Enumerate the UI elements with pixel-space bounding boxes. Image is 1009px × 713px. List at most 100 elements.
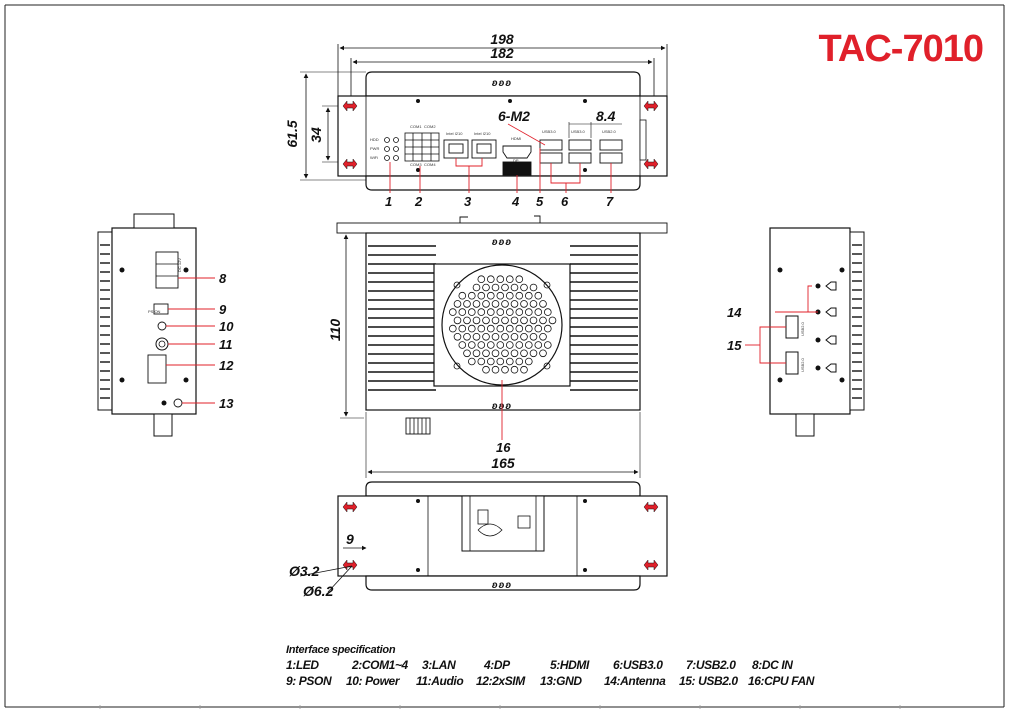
fan-hole (463, 300, 471, 308)
fan-hole (501, 283, 509, 292)
fan-hole (486, 357, 495, 366)
usb2-label: USB2.0 (602, 129, 617, 134)
fan-hole (505, 341, 514, 349)
callout-2: 2 (414, 194, 423, 209)
dim-hole-small-label: Ø3.2 (289, 563, 320, 579)
fan-hole (477, 324, 486, 333)
fan-hole (529, 316, 538, 325)
fan-hole (515, 291, 524, 300)
fan-hole (524, 324, 533, 333)
callout-3: 3 (464, 194, 472, 209)
fan-hole (472, 316, 481, 325)
fan-hole (534, 341, 543, 349)
port-pitch-label: 8.4 (596, 108, 616, 124)
fan-hole (520, 365, 528, 374)
spec-item: 13:GND (540, 674, 582, 688)
spec-item: 1:LED (286, 658, 319, 672)
fan-hole (448, 308, 457, 316)
led-label-wifi: WiFi (370, 155, 378, 160)
fan-hole (510, 316, 519, 325)
fan-hole (477, 275, 486, 284)
front-view: 198 182 61.5 34 ʚʚʚ (284, 31, 668, 209)
fan-hole (453, 300, 462, 308)
fan-hole (520, 283, 528, 292)
fan-hole (463, 349, 471, 358)
usb2-side-label-1: USB2.0 (800, 321, 805, 336)
spec-item: 6:USB3.0 (613, 658, 663, 672)
fan-hole (486, 341, 495, 349)
fan-hole (501, 316, 509, 325)
fan-hole (524, 357, 533, 366)
fan-hole (501, 300, 509, 308)
dim-61-5-label: 61.5 (284, 120, 300, 147)
top-view: ʚʚʚ ʚʚʚ 110 165 16 (327, 215, 668, 478)
spec-row-1: 1:LED 2:COM1~4 3:LAN 4:DP 5:HDMI 6:USB3.… (286, 658, 793, 674)
dp-label: DP (513, 158, 519, 163)
spec-item: 9: PSON (286, 674, 332, 688)
callout-14: 14 (727, 305, 742, 320)
fan-hole (458, 341, 467, 349)
fan-hole (467, 341, 476, 349)
led-indicators: HDD PWR WiFi (370, 137, 399, 161)
fan-hole (482, 349, 490, 358)
fan-hole (539, 349, 547, 358)
fan-hole (472, 300, 481, 308)
fan-hole (539, 332, 547, 341)
spec-item: 2:COM1~4 (352, 658, 408, 672)
fan-hole (515, 308, 524, 316)
screw-spec-label: 6-M2 (498, 108, 530, 124)
fan-hole (482, 316, 490, 325)
fan-hole (482, 365, 490, 374)
fan-hole (510, 300, 519, 308)
fan-hole (524, 291, 533, 300)
fan-hole (458, 308, 467, 316)
callout-4: 4 (511, 194, 520, 209)
fan-hole (520, 349, 528, 358)
fan-hole (467, 291, 476, 300)
lan-label-1: Intel I210 (446, 131, 463, 136)
fan-hole (491, 283, 500, 292)
fan-hole (472, 349, 481, 358)
top-logo-bottom: ʚʚʚ (492, 401, 512, 412)
dim-198-label: 198 (490, 31, 514, 47)
dim-overall-width: 198 (337, 31, 668, 100)
fan-hole (491, 332, 500, 341)
spec-item: 8:DC IN (752, 658, 793, 672)
fan-hole (453, 332, 462, 341)
fan-hole (548, 316, 557, 325)
callout-10: 10 (219, 319, 234, 334)
model-title: TAC-7010 (818, 28, 984, 70)
com-label-3: COM3 (410, 162, 422, 167)
fan-hole (510, 349, 519, 358)
com-label-2: COM2 (424, 124, 436, 129)
spec-item: 11:Audio (416, 674, 464, 688)
fan-hole (467, 308, 476, 316)
fan-hole (543, 324, 552, 333)
fan-hole (458, 324, 467, 333)
fan-hole (534, 308, 543, 316)
fan-hole (486, 324, 495, 333)
top-logo: ʚʚʚ (492, 237, 512, 248)
fan-hole (534, 324, 543, 333)
fan-hole (524, 308, 533, 316)
sheet-ruler (99, 705, 901, 709)
spec-item: 5:HDMI (550, 658, 589, 672)
dim-182-label: 182 (490, 45, 514, 61)
callout-6: 6 (561, 194, 569, 209)
fan-hole (515, 341, 524, 349)
callout-7: 7 (606, 194, 614, 209)
fan-hole (529, 349, 538, 358)
fan-hole (520, 332, 528, 341)
dim-9-label: 9 (346, 531, 354, 547)
fan-hole (515, 357, 524, 366)
fan-hole (505, 275, 514, 284)
spec-row-2: 9: PSON 10: Power 11:Audio 12:2xSIM 13:G… (286, 674, 814, 690)
led-label-pwr: PWR (370, 146, 379, 151)
callout-1: 1 (385, 194, 392, 209)
lan-label-2: Intel I210 (474, 131, 491, 136)
dim-hole-large-label: Ø6.2 (303, 583, 334, 599)
fan-hole (477, 291, 486, 300)
callout-15: 15 (727, 338, 742, 353)
fan-hole (491, 349, 500, 358)
